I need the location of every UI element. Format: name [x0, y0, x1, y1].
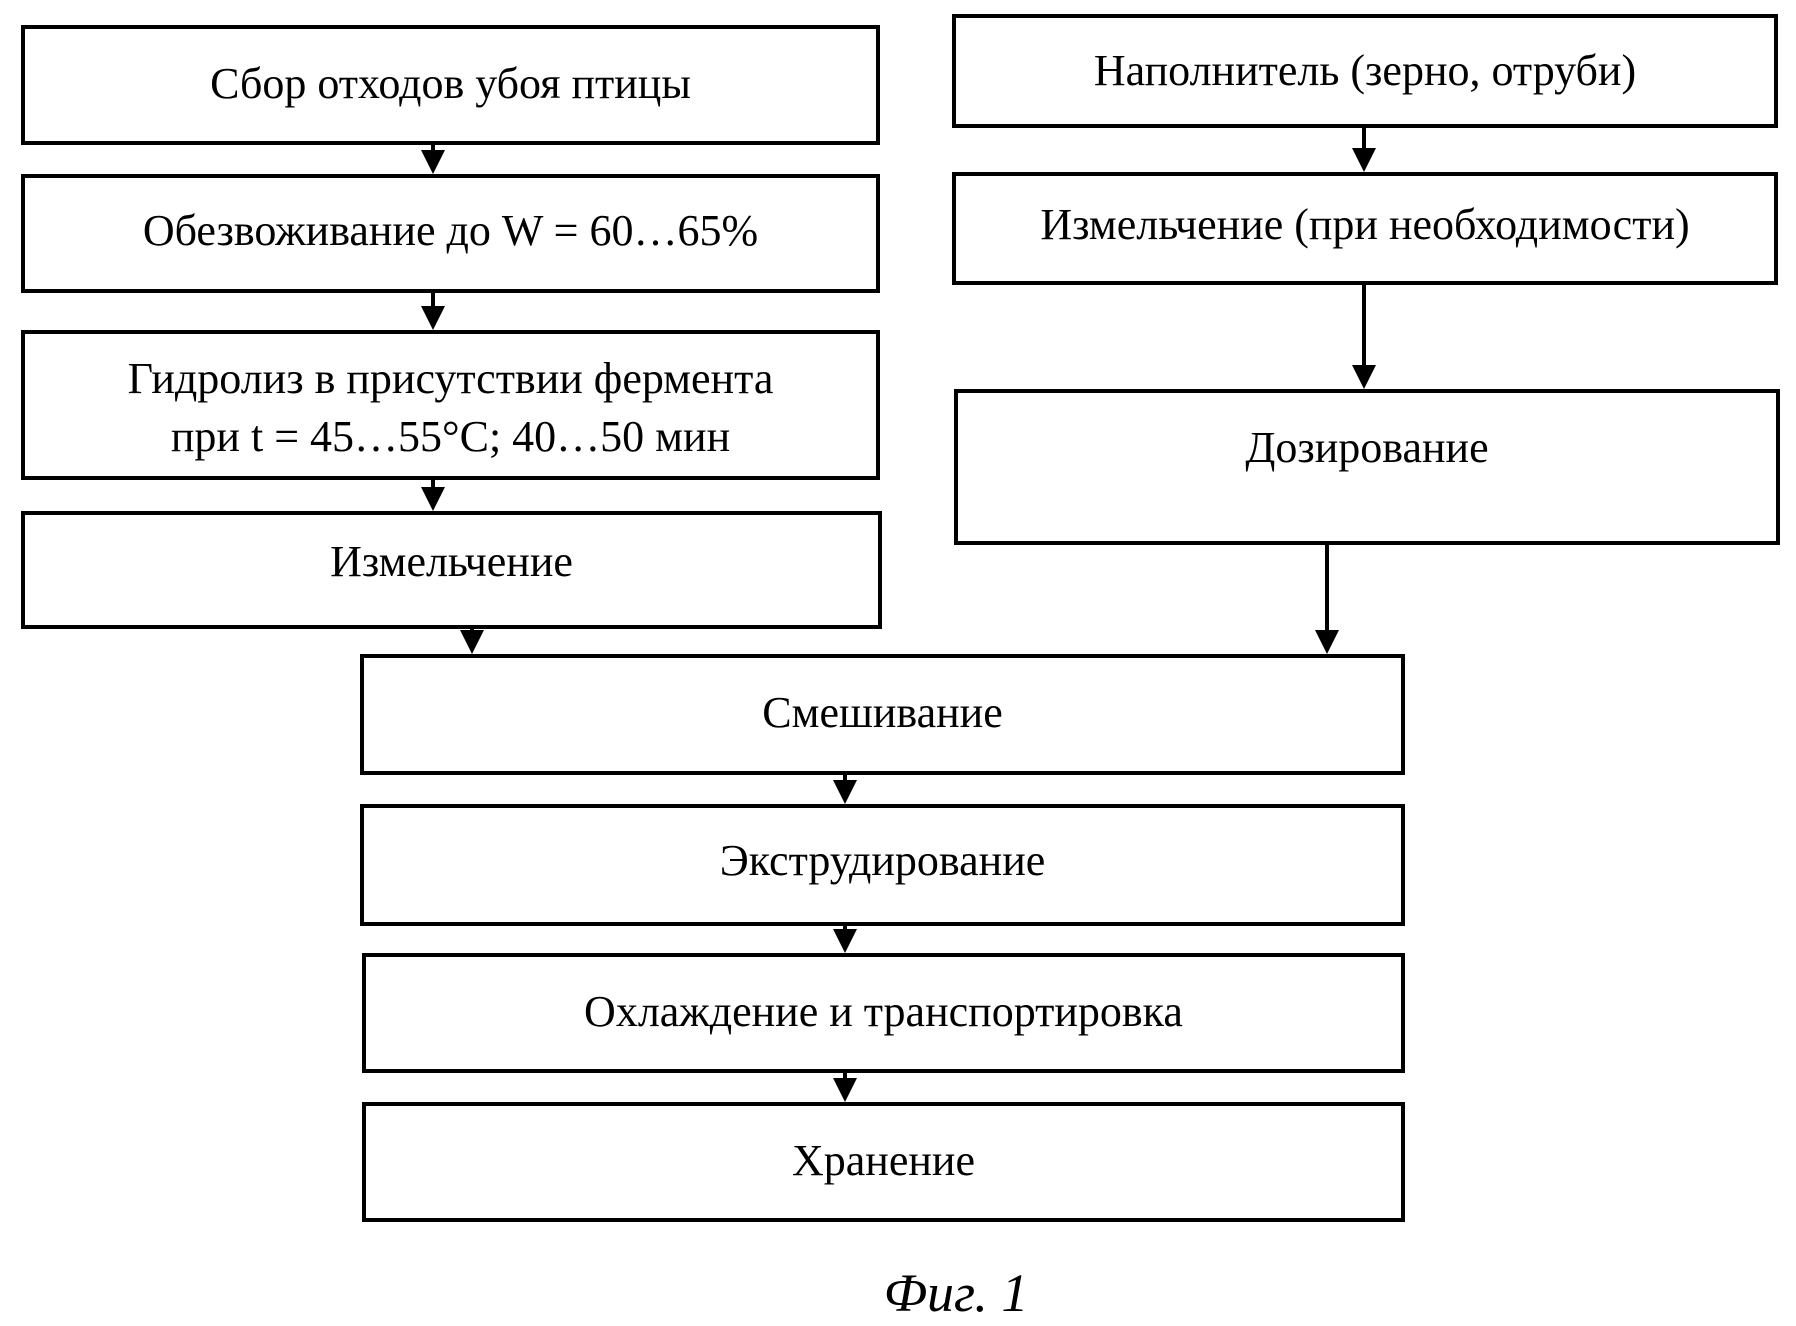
step-storage: Хранение: [362, 1102, 1405, 1222]
step-label: Измельчение: [330, 537, 573, 586]
step-dewater: Обезвоживание до W = 60…65%: [21, 174, 880, 293]
step-filler: Наполнитель (зерно, отруби): [952, 14, 1778, 128]
step-grind: Измельчение: [21, 511, 882, 629]
step-label: Дозирование: [1245, 423, 1489, 472]
step-label: Смешивание: [762, 688, 1003, 737]
step-label: Сбор отходов убоя птицы: [210, 59, 691, 108]
step-dosing: Дозирование: [954, 389, 1780, 545]
step-cooling: Охлаждение и транспортировка: [362, 953, 1405, 1073]
step-label: Наполнитель (зерно, отруби): [1093, 46, 1637, 95]
step-collect: Сбор отходов убоя птицы: [21, 25, 880, 145]
step-label-line-2: при t = 45…55°C; 40…50 мин: [170, 412, 731, 461]
step-label: Обезвоживание до W = 60…65%: [142, 206, 759, 255]
step-label: Хранение: [791, 1136, 975, 1185]
step-mixing: Смешивание: [360, 654, 1405, 775]
step-label: Охлаждение и транспортировка: [584, 987, 1183, 1036]
figure-caption: Фиг. 1: [883, 1263, 1029, 1323]
step-hydrolysis: Гидролиз в присутствии фермента при t = …: [21, 330, 880, 480]
step-label-line-1: Гидролиз в присутствии фермента: [127, 354, 774, 403]
step-label: Измельчение (при необходимости): [1040, 200, 1690, 249]
step-filler-grind: Измельчение (при необходимости): [952, 172, 1778, 285]
step-label: Экструдирование: [719, 836, 1046, 885]
step-extrusion: Экструдирование: [360, 804, 1405, 926]
